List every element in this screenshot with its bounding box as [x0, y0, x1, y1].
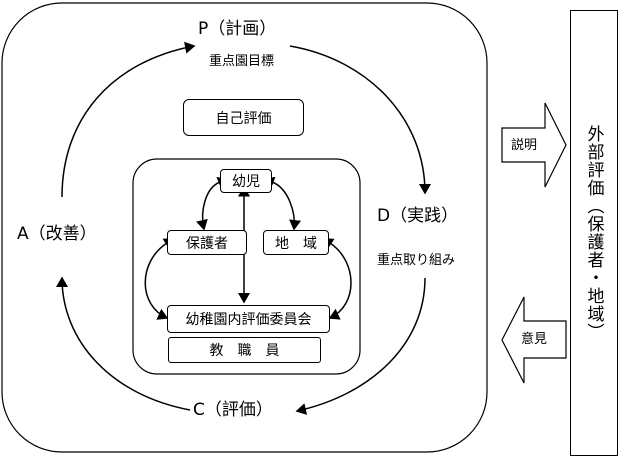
self-evaluation-box: 自己評価 — [183, 99, 304, 136]
plan-label: P（計画） — [198, 19, 277, 39]
explain-label: 説明 — [511, 138, 538, 153]
guardian-box: 保護者 — [167, 230, 247, 255]
outer-frame — [1, 2, 488, 453]
child-box: 幼児 — [220, 169, 272, 193]
do-effort-label: 重点取り組み — [377, 253, 456, 268]
do-label: D（実践） — [377, 206, 459, 226]
inner-frame — [132, 158, 361, 375]
explain-block-arrow — [501, 102, 567, 188]
committee-box: 幼稚園内評価委員会 — [167, 305, 330, 333]
opinion-block-arrow — [501, 296, 567, 384]
arrow-act-to-plan — [61, 41, 196, 198]
community-box: 地 域 — [263, 230, 329, 255]
arrow-do-to-check — [295, 277, 426, 415]
arrow-guardian-committee — [144, 238, 175, 320]
staff-box: 教 職 員 — [168, 337, 321, 363]
act-label: A（改善） — [17, 224, 97, 244]
external-evaluation-box: 外部評価（保護者・地域） — [570, 10, 618, 456]
arrow-plan-to-do — [289, 45, 431, 195]
opinion-label: 意見 — [521, 332, 548, 347]
arrow-community-committee — [322, 237, 352, 320]
arrow-check-to-act — [56, 276, 191, 411]
external-evaluation-label: 外部評価（保護者・地域） — [583, 125, 604, 341]
arrow-child-community — [263, 176, 302, 231]
arrow-child-guardian — [196, 176, 229, 231]
plan-goal-label: 重点園目標 — [209, 54, 275, 69]
check-label: C（評価） — [193, 400, 273, 420]
